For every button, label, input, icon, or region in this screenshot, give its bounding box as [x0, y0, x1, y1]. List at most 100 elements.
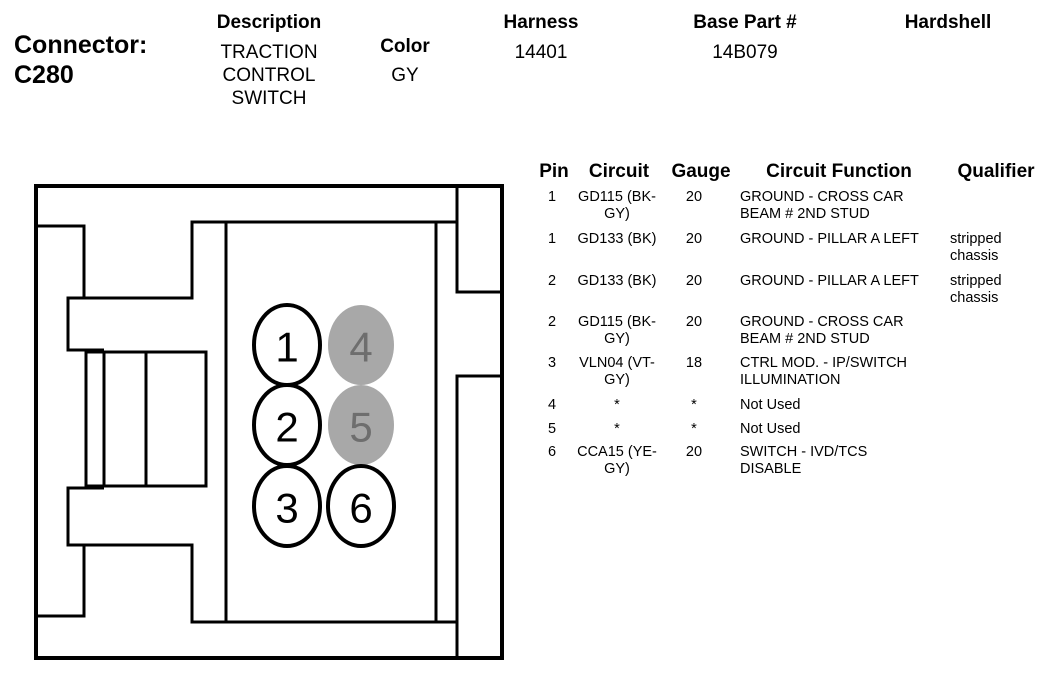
qualifier-cell: [950, 355, 1050, 389]
table-row: 5**Not Used: [532, 421, 1050, 438]
function-cell-line: BEAM # 2ND STUD: [740, 331, 870, 347]
cavity-number: 4: [349, 324, 372, 371]
qualifier-cell: [950, 314, 1050, 348]
col-header-qualifier: Qualifier: [957, 161, 1035, 182]
gauge-cell: 20: [685, 444, 703, 460]
circuit-cell: GD133 (BK): [572, 231, 662, 265]
description-line: SWITCH: [231, 88, 307, 109]
gauge-cell: 18: [685, 355, 703, 371]
housing-outline: [34, 184, 504, 660]
pin-cell: 2: [547, 314, 557, 330]
pin-cell: 1: [547, 231, 557, 247]
function-cell-line: CTRL MOD. - IP/SWITCH: [740, 355, 908, 371]
cavity-3: 3: [252, 464, 322, 548]
harness-header: Harness: [503, 12, 579, 33]
qualifier-cell: [950, 397, 1050, 414]
connector-label: Connector:: [14, 31, 148, 59]
circuit-cell-line: GY): [604, 372, 630, 388]
circuit-cell: *: [572, 397, 662, 414]
col-header-circuit: Circuit: [588, 161, 650, 182]
cavity-outline: [326, 464, 396, 548]
function-cell-line: ILLUMINATION: [740, 372, 841, 388]
qualifier-cell-line: chassis: [950, 290, 999, 306]
description-line: CONTROL: [222, 65, 316, 86]
cavity-number: 2: [275, 404, 298, 451]
latch-right-bottom: [455, 374, 502, 658]
circuit-cell: GD133 (BK): [572, 273, 662, 307]
function-cell-line: GROUND - PILLAR A LEFT: [740, 231, 919, 247]
function-cell-line: GROUND - CROSS CAR: [740, 189, 904, 205]
table-row: 4**Not Used: [532, 397, 1050, 414]
qualifier-cell-line: stripped: [950, 273, 1002, 289]
latch-right-top: [455, 186, 502, 294]
gauge-cell: 20: [685, 314, 703, 330]
cavity-number: 5: [349, 404, 372, 451]
qualifier-cell: [950, 421, 1050, 438]
circuit-cell: CCA15 (YE-GY): [572, 444, 662, 478]
pin-cell: 2: [547, 273, 557, 289]
cavity-outline: [328, 305, 394, 385]
function-cell: GROUND - PILLAR A LEFT: [726, 273, 950, 307]
circuit-cell-line: GD133 (BK): [577, 273, 657, 289]
connector-id: C280: [14, 61, 74, 89]
pin-cell: 1: [547, 189, 557, 205]
harness-value: 14401: [514, 42, 568, 63]
circuit-cell: *: [572, 421, 662, 438]
hardshell-header: Hardshell: [904, 12, 992, 33]
description-line: TRACTION: [220, 42, 318, 63]
function-cell: Not Used: [726, 421, 950, 438]
table-row: 1 GD133 (BK) 20 GROUND - PILLAR A LEFT strip…: [532, 231, 1050, 265]
cavity-outline: [328, 385, 394, 465]
pin-cell: 6: [547, 444, 557, 460]
gauge-cell: *: [691, 397, 697, 413]
cavity-number: 3: [275, 485, 298, 532]
function-cell: GROUND - PILLAR A LEFT: [726, 231, 950, 265]
circuit-cell-line: GY): [604, 331, 630, 347]
cavity-1: 1: [252, 303, 322, 387]
circuit-cell-line: GD115 (BK-: [578, 189, 656, 205]
circuit-cell: VLN04 (VT-GY): [572, 355, 662, 389]
circuit-cell-line: GD133 (BK): [577, 231, 657, 247]
qualifier-cell: [950, 189, 1050, 223]
cavity-outline: [252, 464, 322, 548]
circuit-cell-line: CCA15 (YE-: [577, 444, 657, 460]
col-header-gauge: Gauge: [671, 161, 731, 182]
pin-cell: 5: [547, 421, 557, 437]
qualifier-cell-line: chassis: [950, 248, 999, 264]
function-cell-line: Not Used: [740, 421, 801, 437]
function-cell-line: Not Used: [740, 397, 801, 413]
function-cell-line: GROUND - CROSS CAR: [740, 314, 904, 330]
qualifier-cell-line: stripped: [950, 231, 1002, 247]
circuit-cell: GD115 (BK-GY): [572, 314, 662, 348]
base-part-value: 14B079: [712, 42, 778, 63]
circuit-cell-line: GY): [604, 461, 630, 477]
function-cell: Not Used: [726, 397, 950, 414]
function-cell-line: DISABLE: [740, 461, 802, 477]
circuit-cell-line: VLN04 (VT-: [579, 355, 655, 371]
col-header-function: Circuit Function: [766, 161, 912, 182]
color-header: Color: [380, 36, 430, 57]
left-bottom-ledge: [36, 543, 226, 624]
circuit-cell-line: *: [614, 397, 620, 413]
function-cell-line: GROUND - PILLAR A LEFT: [740, 273, 919, 289]
gauge-cell: 20: [685, 231, 703, 247]
cavity-2: 2: [252, 383, 322, 467]
circuit-cell-line: GD115 (BK-: [578, 314, 656, 330]
cavity-5: 5: [328, 385, 394, 465]
circuit-cell-line: GY): [604, 206, 630, 222]
col-header-pin: Pin: [539, 161, 569, 182]
circuit-cell-line: *: [614, 421, 620, 437]
color-value: GY: [391, 65, 419, 86]
